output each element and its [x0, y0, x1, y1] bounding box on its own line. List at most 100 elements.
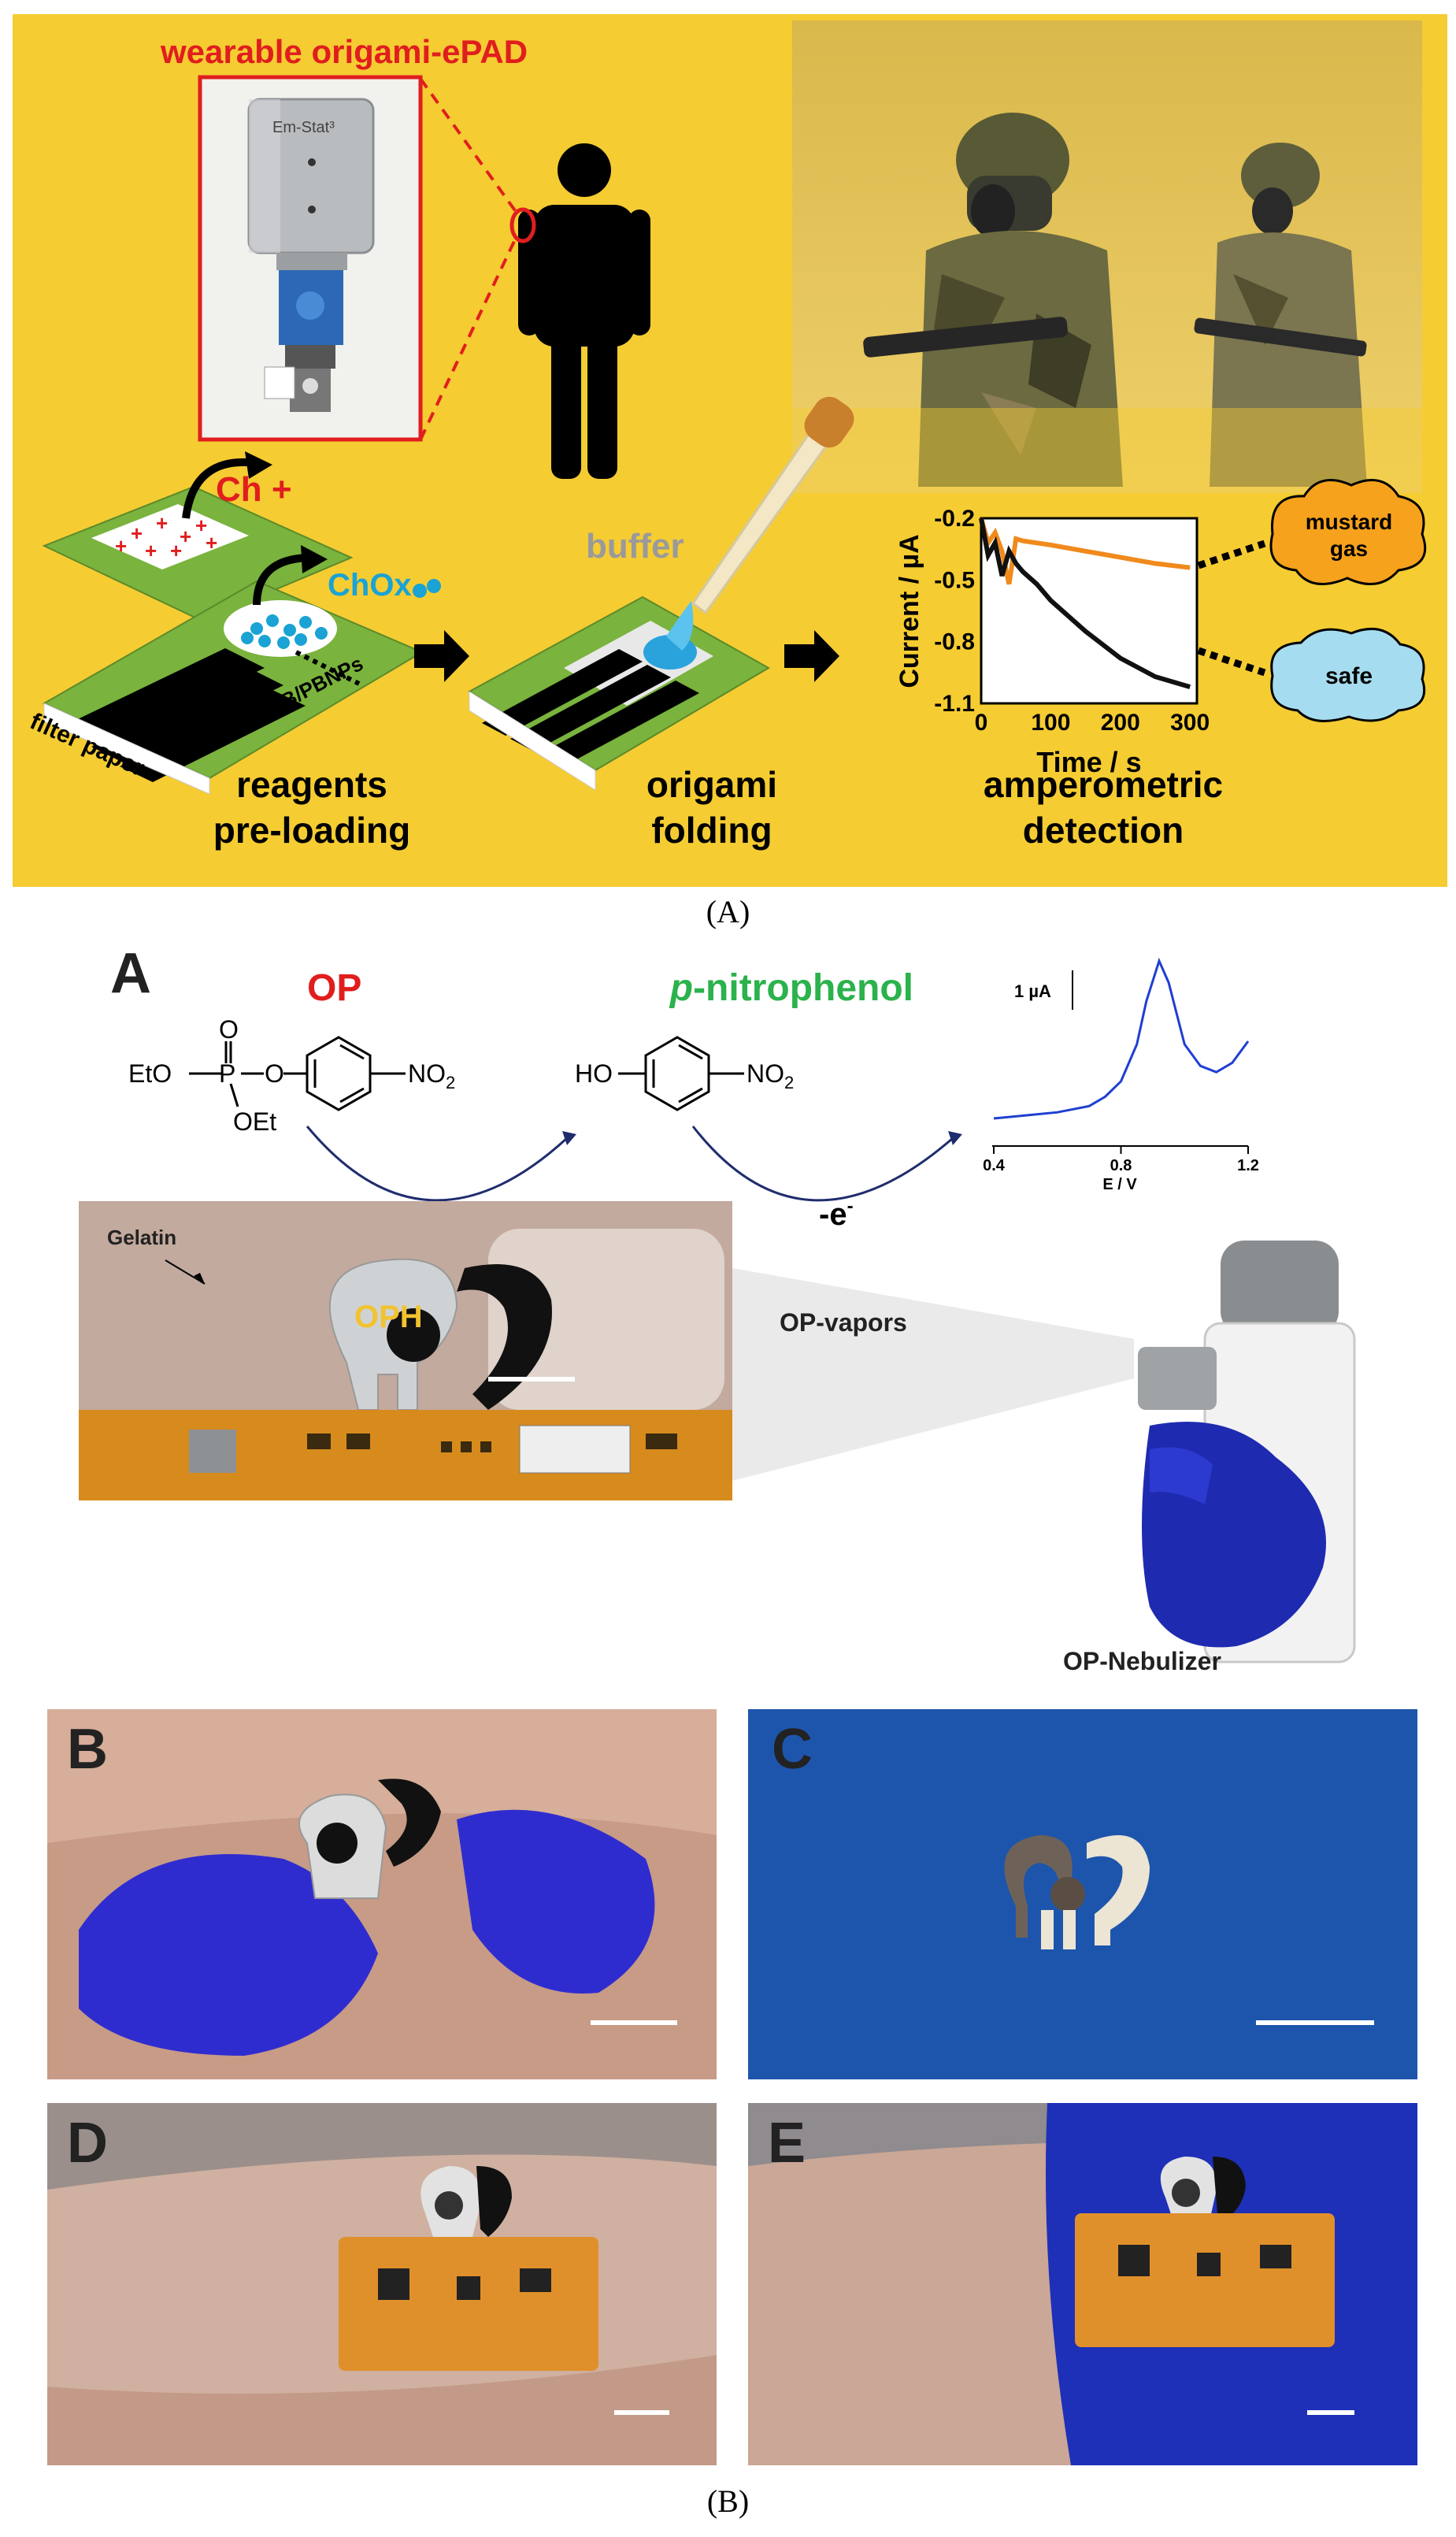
- step-arrow-1-icon: [414, 630, 469, 682]
- subpanel-letter-a: A: [110, 942, 151, 1005]
- caption-a: (A): [706, 894, 750, 929]
- amperometric-series-0: [979, 517, 1191, 585]
- subpanel-letter-b: B: [67, 1718, 108, 1781]
- circuit-board: [79, 1410, 732, 1500]
- caption-b: (B): [706, 2483, 750, 2519]
- amperometric-x-tick: 0: [975, 710, 988, 736]
- amperometric-y-tick: -1.1: [934, 691, 975, 717]
- svg-text:+: +: [156, 511, 168, 535]
- scale-bar-b: [591, 2020, 677, 2025]
- svg-text:+: +: [115, 534, 127, 558]
- photo-b: [47, 1709, 717, 2079]
- oxygen-double-label: O: [219, 1015, 239, 1044]
- amperometric-x-tick: 200: [1101, 710, 1140, 736]
- svg-text:+: +: [131, 521, 143, 545]
- origami-folding-illustration: [468, 396, 854, 791]
- op-no2-label: NO2: [408, 1059, 455, 1092]
- photo-c: [748, 1709, 1417, 2079]
- amperometric-series-1: [979, 517, 1191, 689]
- amperometric-x-tick: 100: [1031, 710, 1070, 736]
- phosphorus-label: P: [219, 1059, 235, 1088]
- circuit-board-d: [339, 2237, 598, 2371]
- op-nebulizer-label: OP-Nebulizer: [1063, 1647, 1221, 1675]
- pnp-no2-sub: 2: [784, 1073, 794, 1092]
- panel-a-diagram: wearable origami-ePAD Em-Stat³: [13, 14, 1447, 887]
- scale-bar-d: [614, 2410, 669, 2415]
- electron-main: -e: [819, 1197, 847, 1232]
- step-arrow-2-icon: [784, 630, 839, 682]
- op-structure: [189, 1036, 406, 1111]
- op-no2-main: NO: [408, 1059, 446, 1088]
- svg-text:+: +: [180, 525, 191, 548]
- step-1-line-1: reagents: [236, 764, 387, 805]
- buffer-label: buffer: [586, 527, 684, 566]
- panel-a-title: wearable origami-ePAD: [160, 33, 528, 70]
- oxidation-arrow-head-icon: [948, 1131, 962, 1145]
- oxidation-arrow: [691, 1126, 954, 1202]
- op-vapors-label: OP-vapors: [780, 1308, 907, 1337]
- human-silhouette-icon: [518, 143, 650, 479]
- svg-text:+: +: [145, 539, 157, 562]
- device-brand: Em-Stat³: [272, 119, 335, 136]
- subpanel-letter-d: D: [67, 2112, 108, 2175]
- svg-text:+: +: [170, 539, 182, 562]
- gelatin-label: Gelatin: [107, 1226, 176, 1249]
- amperometric-y-tick: -0.2: [934, 506, 975, 532]
- step-1-line-2: pre-loading: [213, 810, 410, 851]
- mustard-bubble-line-1: mustard: [1306, 510, 1392, 534]
- current-scale-label: 1 µA: [1014, 981, 1051, 1001]
- hydrolysis-arrow: [306, 1126, 569, 1202]
- oxygen-bridge-label: O: [265, 1059, 284, 1088]
- p-nitrophenol-italic: p: [669, 967, 693, 1009]
- panel-b-figure: A OP p-nitrophenol EtO P O O OEt NO2 HO …: [47, 937, 1417, 2473]
- gelatin-patch: [488, 1229, 724, 1410]
- device-photo: Em-Stat³: [198, 75, 423, 442]
- voltammogram-x-tick: 0.4: [983, 1157, 1006, 1174]
- step-2-line-1: origami: [646, 764, 777, 805]
- svg-text:+: +: [206, 531, 217, 555]
- zoom-line-top: [419, 77, 518, 214]
- eto-label: EtO: [128, 1059, 172, 1088]
- safe-bubble: safe: [1270, 627, 1426, 722]
- p-nitrophenol-label: p-nitrophenol: [669, 967, 913, 1009]
- voltammogram-chart: 0.4 0.8 1.2 E / V 1 µA: [983, 957, 1259, 1193]
- oet-label: OEt: [233, 1107, 276, 1136]
- amperometric-x-label: Time / s: [1036, 746, 1141, 778]
- op-label: OP: [307, 967, 361, 1009]
- safe-bubble-label: safe: [1325, 663, 1373, 689]
- hydrolysis-arrow-head-icon: [562, 1131, 576, 1145]
- voltammogram-series: [993, 957, 1250, 1120]
- step-3-line-2: detection: [1023, 810, 1184, 851]
- amperometric-plot-frame: [980, 517, 1199, 705]
- oph-label: OPH: [354, 1300, 423, 1334]
- p-nitrophenol-structure: [618, 1036, 744, 1111]
- gelatin-pointer: [165, 1259, 206, 1285]
- svg-text:+: +: [195, 514, 207, 537]
- photo-e: [748, 2103, 1417, 2465]
- step-3-line-1: amperometric: [984, 764, 1223, 805]
- electron-sup: -: [847, 1196, 854, 1217]
- amperometric-y-tick: -0.5: [934, 567, 975, 593]
- ch-reagent-label: Ch +: [216, 470, 292, 509]
- voltammogram-x-label: E / V: [1102, 1176, 1137, 1193]
- voltammogram-x-tick: 1.2: [1237, 1157, 1259, 1174]
- circuit-board-e: [1075, 2213, 1335, 2347]
- electron-label: -e-: [819, 1196, 854, 1232]
- voltammogram-x-tick: 0.8: [1110, 1157, 1132, 1174]
- scale-bar-a: [488, 1377, 575, 1382]
- nebulizer-photo: [1138, 1241, 1356, 1664]
- scale-bar-e: [1307, 2410, 1354, 2415]
- soldiers-photo: [792, 20, 1422, 493]
- amperometric-y-label: Current / µA: [895, 534, 924, 688]
- wrist-highlight-ring: [509, 207, 536, 243]
- scale-bar-c: [1256, 2020, 1374, 2025]
- subpanel-letter-e: E: [768, 2112, 806, 2175]
- mustard-gas-bubble: mustard gas: [1269, 479, 1427, 585]
- subpanel-letter-c: C: [772, 1718, 813, 1781]
- p-nitrophenol-rest: -nitrophenol: [693, 967, 913, 1009]
- amperometric-y-tick: -0.8: [934, 629, 975, 655]
- skin-sensor-photo: [79, 1201, 732, 1500]
- amperometric-x-tick: 300: [1170, 710, 1210, 736]
- pnp-no2-main: NO: [747, 1059, 784, 1088]
